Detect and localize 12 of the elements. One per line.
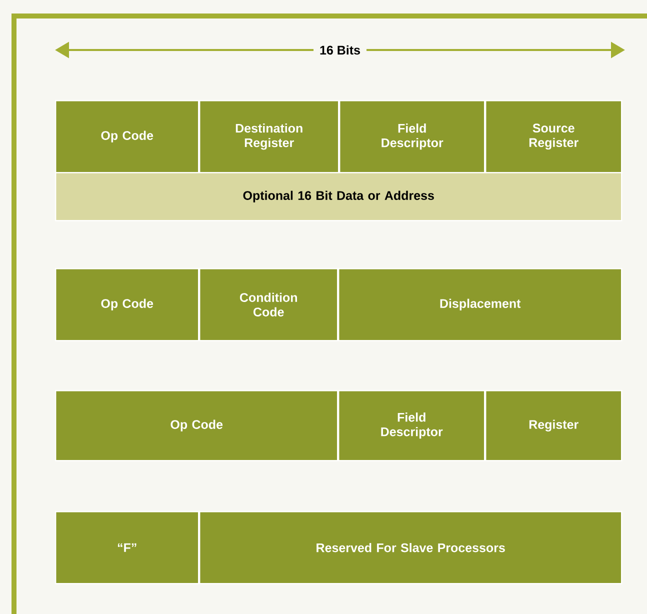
field-box: Field Descriptor: [338, 390, 486, 462]
field-box: Register: [485, 390, 622, 462]
dimension-label: 16 Bits: [314, 42, 366, 58]
field-box: “F”: [55, 511, 200, 584]
optional-field-box: Optional 16 Bit Data or Address: [55, 172, 622, 222]
field-box: Op Code: [55, 100, 200, 174]
field-box: Op Code: [55, 268, 200, 342]
field-box: Source Register: [485, 100, 622, 174]
field-box: Destination Register: [199, 100, 340, 174]
field-box: Condition Code: [199, 268, 338, 342]
field-box: Field Descriptor: [339, 100, 486, 174]
field-box: Op Code: [55, 390, 338, 462]
